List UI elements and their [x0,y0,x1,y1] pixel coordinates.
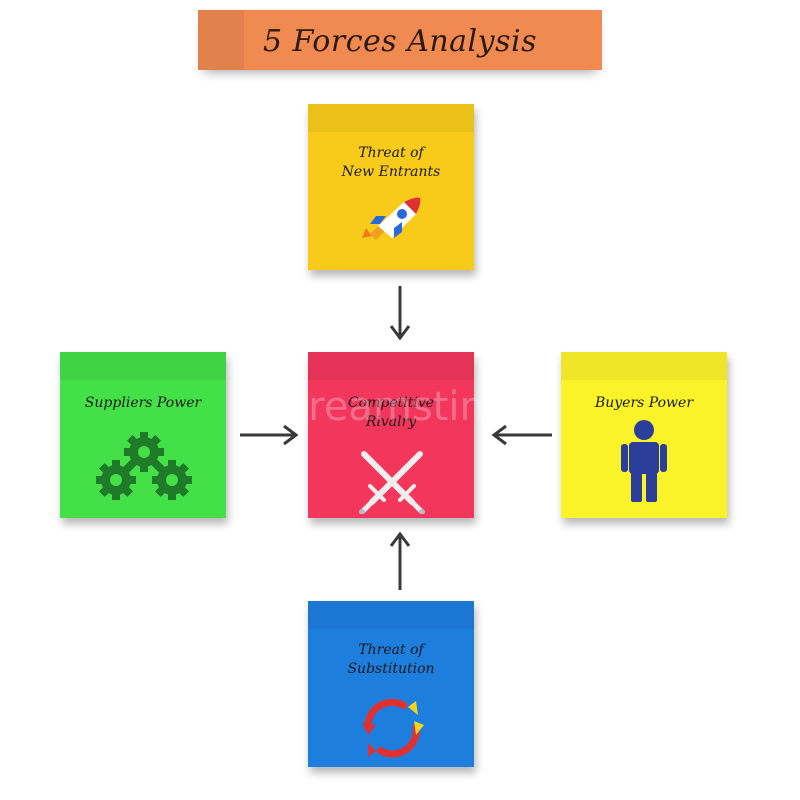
note-strip [308,104,474,132]
note-strip [561,352,727,380]
note-threat-of-substitution: Threat of Substitution [308,601,474,767]
arrow-left-from-buyers [491,424,552,446]
arrow-down-from-new-entrants [389,286,411,341]
note-competitive-rivalry: Competitive Rivalry [308,352,474,518]
diagram-title: 5 Forces Analysis [263,24,537,59]
cycle-arrows-icon [362,698,424,758]
rivalry-label: Competitive Rivalry [347,395,435,430]
title-note: 5 Forces Analysis [198,10,602,70]
note-strip [60,352,226,380]
suppliers-label: Suppliers Power [84,395,202,411]
person-icon [621,420,667,502]
arrow-up-from-substitution [389,531,411,590]
crossed-swords-icon [359,451,425,514]
note-strip [308,352,474,380]
title-note-tab [198,10,244,70]
note-suppliers-power: Suppliers Power [60,352,226,518]
gears-icon [96,432,192,500]
substitution-label: Threat of Substitution [347,642,435,677]
rocket-icon [362,197,421,240]
note-buyers-power: Buyers Power [561,352,727,518]
note-threat-of-new-entrants: Threat of New Entrants [308,104,474,270]
new-entrants-label: Threat of New Entrants [341,145,441,180]
buyers-label: Buyers Power [594,395,694,411]
note-strip [308,601,474,629]
arrow-right-from-suppliers [240,424,299,446]
